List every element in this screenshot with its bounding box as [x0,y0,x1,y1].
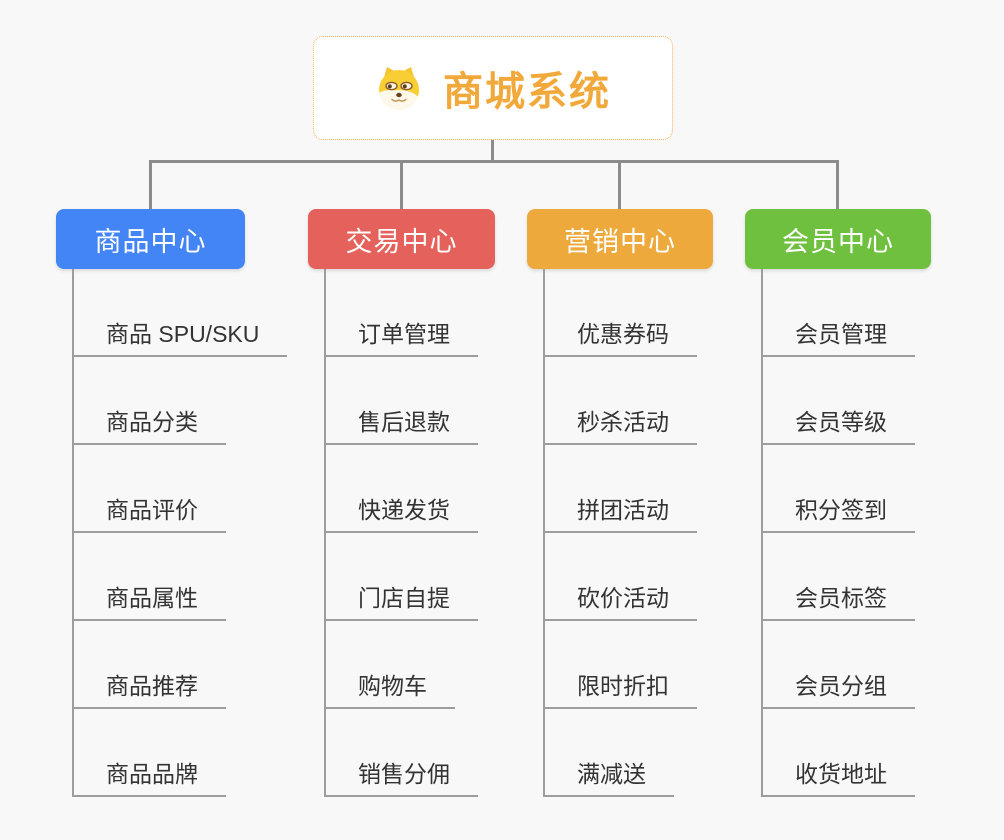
leaf-label: 销售分佣 [324,760,478,797]
leaf-label: 满减送 [543,760,674,797]
leaf-label: 商品评价 [72,496,226,533]
column-member-center: 会员管理 会员等级 积分签到 会员标签 会员分组 收货地址 [761,269,915,797]
leaf-label: 订单管理 [324,320,478,357]
root-node[interactable]: 商城系统 [313,36,673,140]
leaf-label: 限时折扣 [543,672,697,709]
leaf-node[interactable]: 商品品牌 [72,709,287,797]
leaf-label: 优惠券码 [543,320,697,357]
branch-marketing-center[interactable]: 营销中心 [527,209,713,269]
leaf-node[interactable]: 满减送 [543,709,697,797]
leaf-node[interactable]: 优惠券码 [543,269,697,357]
leaf-node[interactable]: 商品评价 [72,445,287,533]
connector-drop-member [836,160,839,209]
connector-drop-trade [400,160,403,209]
leaf-node[interactable]: 商品 SPU/SKU [72,269,288,357]
branch-trade-center[interactable]: 交易中心 [308,209,495,269]
branch-vline-marketing [543,269,545,797]
root-title: 商城系统 [443,70,611,114]
leaf-label: 商品分类 [72,408,226,445]
leaf-node[interactable]: 秒杀活动 [543,357,697,445]
column-trade-center: 订单管理 售后退款 快递发货 门店自提 购物车 销售分佣 [324,269,478,797]
branch-label: 交易中心 [345,226,458,257]
leaf-label: 秒杀活动 [543,408,697,445]
branch-vline-member [761,269,763,797]
leaf-label: 积分签到 [761,496,915,533]
leaf-node[interactable]: 购物车 [324,621,478,709]
leaf-node[interactable]: 收货地址 [761,709,915,797]
leaf-node[interactable]: 限时折扣 [543,621,697,709]
branch-label: 会员中心 [782,226,894,257]
leaf-node[interactable]: 砍价活动 [543,533,697,621]
connector-root-stem [491,139,494,163]
column-marketing-center: 优惠券码 秒杀活动 拼团活动 砍价活动 限时折扣 满减送 [543,269,697,797]
leaf-label: 会员分组 [761,672,915,709]
connector-drop-marketing [618,160,621,209]
leaf-node[interactable]: 拼团活动 [543,445,697,533]
leaf-node[interactable]: 商品推荐 [72,621,287,709]
branch-vline-product [72,269,74,797]
leaf-label: 会员标签 [761,584,915,621]
leaf-node[interactable]: 积分签到 [761,445,915,533]
branch-label: 营销中心 [564,226,676,257]
leaf-label: 砍价活动 [543,584,697,621]
leaf-label: 收货地址 [761,760,915,797]
leaf-node[interactable]: 订单管理 [324,269,478,357]
connector-drop-product [149,160,152,209]
doge-icon [379,67,419,110]
connector-horizontal-bar [149,160,839,163]
leaf-node[interactable]: 销售分佣 [324,709,478,797]
leaf-label: 门店自提 [324,584,478,621]
leaf-label: 购物车 [324,672,455,709]
leaf-node[interactable]: 快递发货 [324,445,478,533]
leaf-node[interactable]: 售后退款 [324,357,478,445]
column-product-center: 商品 SPU/SKU 商品分类 商品评价 商品属性 商品推荐 商品品牌 [72,269,288,797]
branch-member-center[interactable]: 会员中心 [745,209,931,269]
branch-vline-trade [324,269,326,797]
leaf-node[interactable]: 会员管理 [761,269,915,357]
leaf-label: 售后退款 [324,408,478,445]
leaf-label: 商品属性 [72,584,226,621]
leaf-node[interactable]: 会员标签 [761,533,915,621]
leaf-node[interactable]: 门店自提 [324,533,478,621]
leaf-label: 商品推荐 [72,672,226,709]
leaf-node[interactable]: 商品分类 [72,357,287,445]
leaf-label: 拼团活动 [543,496,697,533]
branch-product-center[interactable]: 商品中心 [56,209,245,269]
leaf-node[interactable]: 商品属性 [72,533,287,621]
leaf-node[interactable]: 会员分组 [761,621,915,709]
leaf-label: 会员管理 [761,320,915,357]
leaf-label: 会员等级 [761,408,915,445]
leaf-node[interactable]: 会员等级 [761,357,915,445]
branch-label: 商品中心 [94,226,207,257]
leaf-label: 商品 SPU/SKU [72,320,288,357]
leaf-label: 快递发货 [324,496,478,533]
leaf-label: 商品品牌 [72,760,226,797]
